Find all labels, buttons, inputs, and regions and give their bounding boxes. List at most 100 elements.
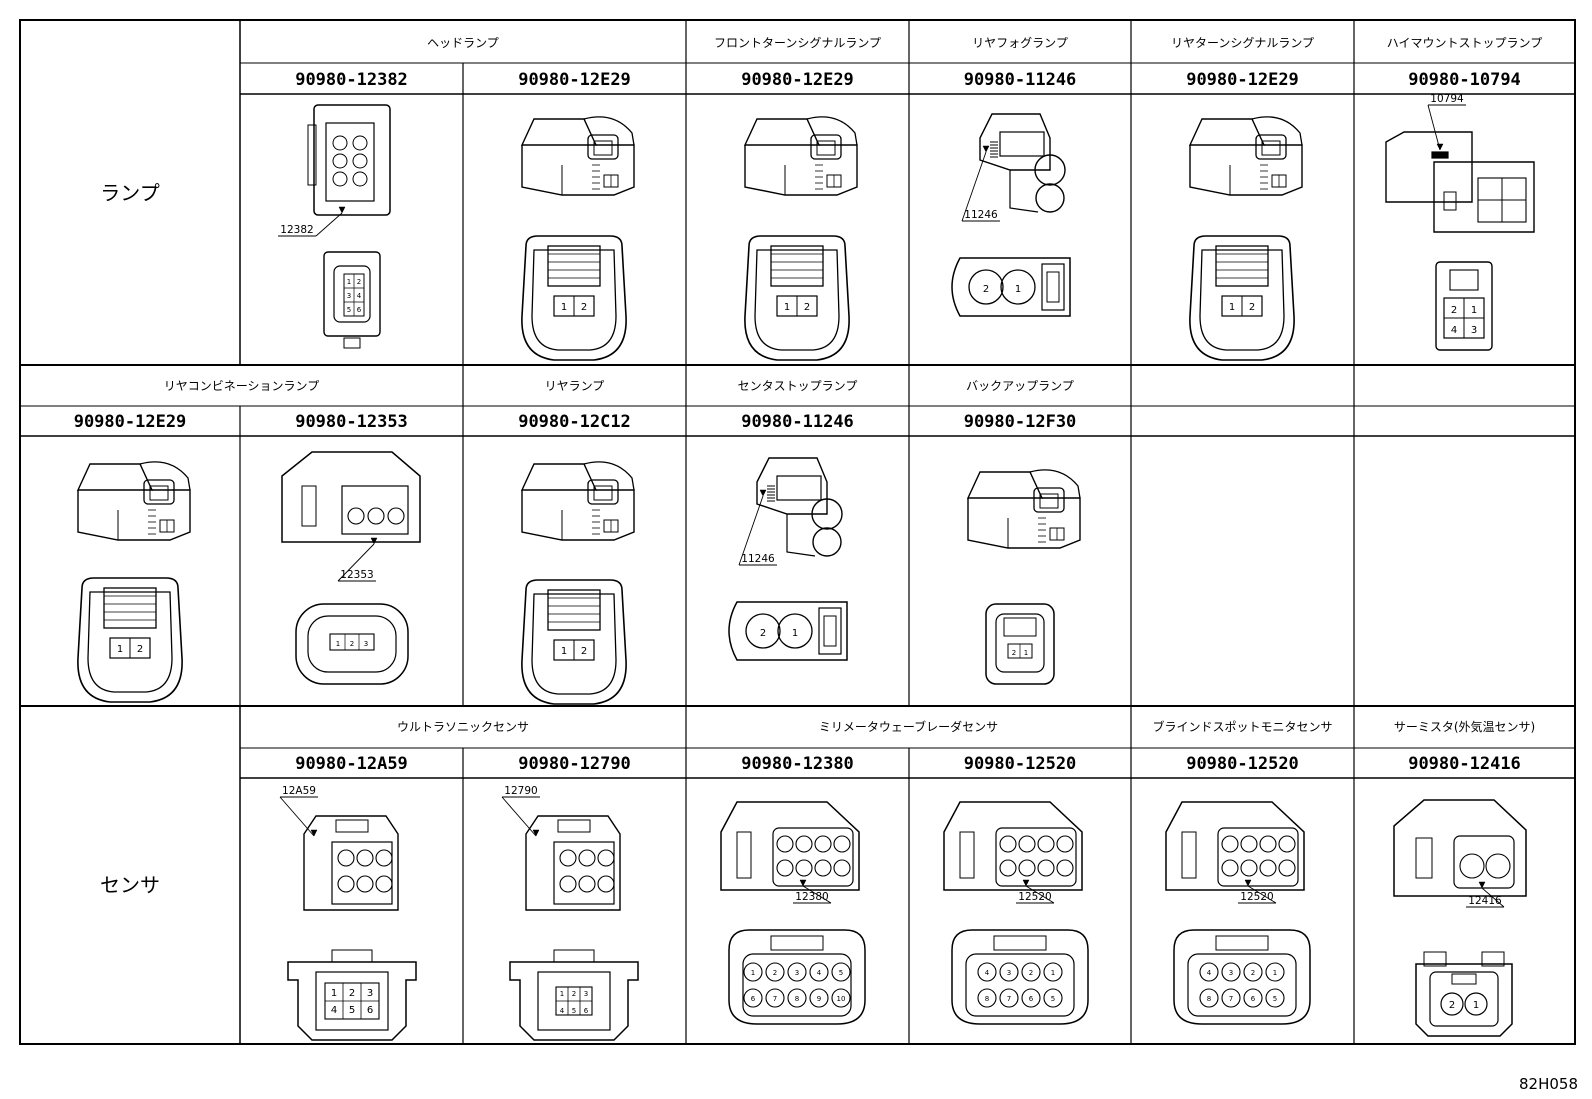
connector-isometric [520, 116, 635, 196]
callout-label: 10794 [1430, 93, 1464, 105]
pin-number: 2 [350, 640, 354, 648]
group-label: バックアップランプ [966, 379, 1074, 393]
callout: 10794 [1427, 93, 1466, 151]
group-label: リヤコンビネーションランプ [164, 379, 319, 393]
callout-leader [315, 212, 343, 237]
pin-number: 5 [572, 1007, 576, 1015]
callout: 12382 [278, 206, 346, 237]
pin-number: 1 [1015, 284, 1021, 295]
callout-arrow [982, 145, 990, 153]
group-label: ミリメータウェーブレーダセンサ [819, 719, 998, 734]
pin-number: 10 [837, 995, 846, 1003]
group-label: センタストップランプ [738, 379, 858, 393]
pin-number: 4 [560, 1007, 565, 1015]
connector-isometric [76, 461, 191, 541]
callout-leader [1481, 887, 1505, 908]
pin-number: 6 [751, 995, 756, 1003]
pin-number: 2 [773, 969, 777, 977]
connector-isometric [520, 461, 635, 541]
pin-number: 1 [1024, 649, 1028, 657]
callout-leader [337, 543, 375, 582]
pin-number: 4 [1451, 325, 1457, 336]
pin-number: 6 [367, 1005, 373, 1016]
pin-number: 1 [347, 278, 351, 286]
part-number: 90980-12E29 [1186, 70, 1299, 90]
pin-number: 2 [581, 302, 587, 313]
pin-number: 1 [336, 640, 340, 648]
callout-arrow [799, 879, 807, 887]
part-number: 90980-12E29 [74, 412, 187, 432]
pin-number: 1 [1229, 302, 1235, 313]
pin-number: 5 [349, 1005, 355, 1016]
pin-number: 8 [985, 995, 989, 1003]
callout: 12380 [793, 879, 832, 904]
pin-number: 2 [760, 628, 766, 639]
callout-label: 11246 [741, 553, 775, 565]
callout: 12790 [501, 785, 540, 837]
pin-number: 6 [584, 1007, 589, 1015]
pin-number: 8 [795, 995, 799, 1003]
connector-isometric [966, 469, 1081, 549]
part-number: 90980-12353 [295, 412, 408, 432]
callout-arrow [338, 206, 346, 214]
row-label-lamp: ランプ [100, 181, 159, 205]
group-label: ウルトラソニックセンサ [397, 720, 529, 734]
pin-number: 8 [1207, 995, 1211, 1003]
pin-number: 1 [1473, 1000, 1479, 1011]
pin-number: 2 [1251, 969, 1255, 977]
callout-arrow [370, 537, 378, 545]
pin-number: 3 [367, 988, 373, 999]
callout-label: 12416 [1468, 895, 1502, 907]
table-text: ランプセンサヘッドランプフロントターンシグナルランプリヤフォグランプリヤターンシ… [74, 36, 1543, 897]
part-number: 90980-12E29 [741, 70, 854, 90]
pin-number: 1 [1051, 969, 1055, 977]
part-number: 90980-12A59 [295, 754, 408, 774]
callout: 12520 [1016, 879, 1055, 904]
pin-number: 7 [1007, 995, 1011, 1003]
pin-number: 5 [839, 969, 843, 977]
pin-number: 2 [357, 278, 361, 286]
callout-arrow [759, 489, 767, 497]
group-label: リヤフォグランプ [972, 36, 1068, 50]
pin-number: 3 [1007, 969, 1011, 977]
pin-number: 2 [804, 302, 810, 313]
pin-number: 5 [347, 306, 351, 314]
pin-number: 9 [817, 995, 821, 1003]
table-grid [19, 19, 1576, 1045]
callout-leader [802, 885, 832, 904]
callout: 11246 [738, 489, 777, 566]
part-number: 90980-11246 [741, 412, 854, 432]
pin-number: 2 [1449, 1000, 1455, 1011]
callout-label: 12A59 [282, 785, 316, 797]
group-label: サーミスタ(外気温センサ) [1394, 719, 1535, 734]
group-label: ハイマウントストップランプ [1387, 36, 1542, 50]
callout-label: 12380 [795, 891, 828, 903]
pin-number: 1 [560, 990, 564, 998]
callout-label: 12520 [1240, 891, 1273, 903]
connector-isometric [1188, 116, 1303, 196]
pin-number: 3 [795, 969, 799, 977]
pin-number: 3 [1471, 325, 1477, 336]
pin-number: 6 [357, 306, 362, 314]
part-number: 90980-12416 [1408, 754, 1521, 774]
callout: 12A59 [279, 785, 318, 837]
pin-number: 4 [817, 969, 822, 977]
pin-number: 3 [364, 640, 368, 648]
pin-number: 5 [1051, 995, 1055, 1003]
row-label-sensor: センサ [100, 873, 160, 897]
pin-number: 2 [1249, 302, 1255, 313]
pin-number: 2 [983, 284, 989, 295]
callout-leader [1427, 104, 1441, 151]
part-number: 90980-12520 [1186, 754, 1299, 774]
group-label: フロントターンシグナルランプ [714, 36, 881, 50]
